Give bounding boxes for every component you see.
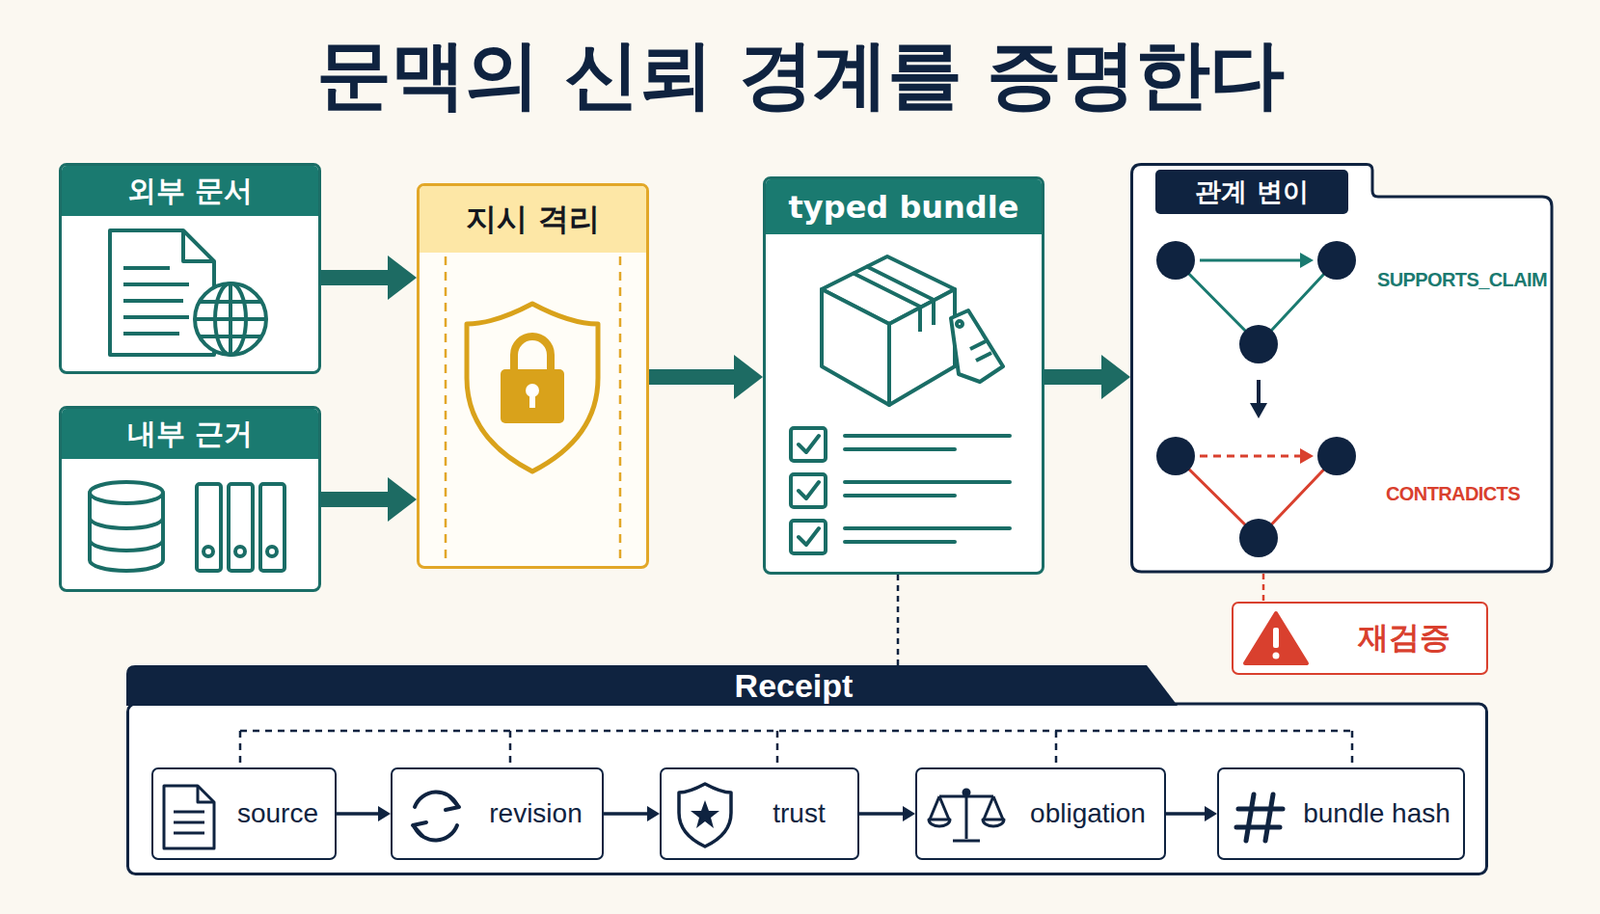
folder-box: 관계 변이	[1130, 162, 1554, 574]
process-box: typed bundle	[762, 176, 1045, 575]
connector-line	[336, 812, 380, 816]
connector-line	[321, 270, 390, 286]
connector	[897, 574, 899, 666]
arrow-head	[902, 806, 916, 822]
receipt-field-box: bundle hash	[1217, 767, 1465, 861]
connector	[649, 354, 763, 400]
header-text: typed bundle	[788, 189, 1020, 226]
diagram-title: 문맥의 신뢰 경계를 증명한다	[0, 21, 1600, 128]
connector	[1166, 806, 1218, 822]
arrow-head	[1204, 806, 1218, 822]
header-text: 지시 격리	[465, 198, 600, 242]
connector	[336, 806, 391, 822]
connector	[321, 477, 417, 522]
connector	[1263, 573, 1265, 602]
arrow-head	[387, 255, 417, 300]
connector	[603, 806, 660, 822]
receipt-panel: Receipt source revision trust obligation bund…	[126, 665, 1489, 876]
connector	[321, 255, 417, 300]
arrow-head	[647, 806, 660, 822]
receipt-field-box: revision	[390, 767, 604, 861]
field-text: trust	[772, 798, 825, 830]
receipt-field-box: source	[151, 767, 337, 861]
connector-line	[321, 491, 390, 508]
connector-line	[603, 812, 650, 816]
box-header: 외부 문서	[61, 165, 319, 217]
relation-label: CONTRADICTS	[1385, 480, 1520, 508]
receipt-field-box: obligation	[915, 767, 1167, 861]
connector	[1044, 354, 1131, 400]
connector-line	[649, 369, 736, 385]
receipt-title: Receipt	[649, 665, 939, 706]
connector-line	[1166, 812, 1207, 816]
process-box: 외부 문서	[58, 162, 322, 375]
connector-line	[1262, 573, 1266, 602]
connector-line	[896, 574, 900, 666]
field-text: obligation	[1030, 798, 1146, 830]
process-box: 지시 격리	[416, 183, 650, 570]
folder-title: 관계 변이	[1194, 174, 1308, 210]
receipt-body	[128, 704, 1488, 875]
arrow-head	[387, 477, 417, 522]
connector-line	[859, 812, 905, 816]
header-text: 내부 근거	[127, 414, 253, 455]
field-text: source	[237, 798, 319, 830]
warning-box: 재검증	[1231, 601, 1489, 676]
folder-outline	[1130, 162, 1554, 574]
arrow-head	[733, 354, 763, 400]
arrow-head	[1101, 354, 1131, 400]
header-text: 외부 문서	[127, 171, 253, 212]
connector	[859, 806, 916, 822]
receipt-field-box: trust	[659, 767, 860, 861]
arrow-head	[378, 806, 391, 822]
receipt-header-band	[126, 665, 1178, 706]
warning-text: 재검증	[1357, 617, 1451, 660]
folder-shape	[1132, 164, 1553, 573]
process-box: 내부 근거	[58, 406, 322, 593]
field-text: revision	[488, 798, 582, 830]
connector-line	[1044, 369, 1104, 385]
box-header: 지시 격리	[419, 186, 647, 253]
box-header: typed bundle	[765, 179, 1042, 235]
box-header: 내부 근거	[61, 408, 319, 460]
field-text: bundle hash	[1302, 798, 1451, 830]
folder-tab-label: 관계 변이	[1155, 169, 1349, 215]
relation-label: SUPPORTS_CLAIM	[1377, 266, 1547, 294]
